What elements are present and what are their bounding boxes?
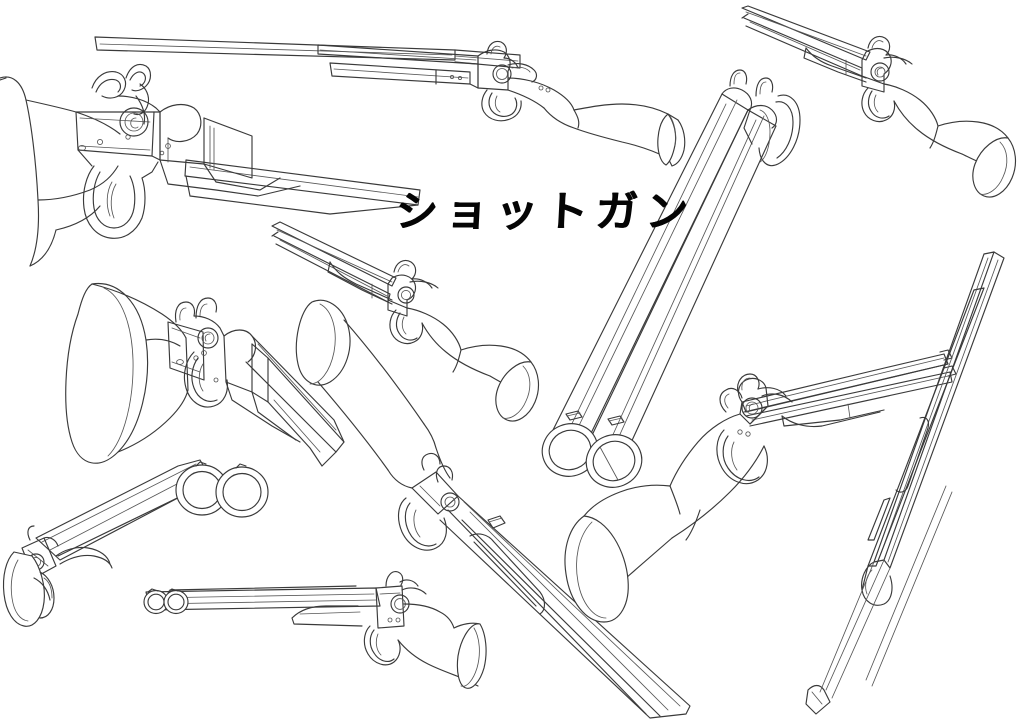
figure-barrel-edge-on-right [806,252,1004,714]
figure-muzzle-on-low [144,572,486,689]
figure-three-quarter-top-right [742,6,1015,197]
figure-sawed-off-lower-left [3,460,268,626]
figure-barrel-rod-detail [866,486,952,686]
figure-three-quarter-lower-right [565,350,956,622]
figure-full-side-top [318,42,685,167]
figure-barrels-foreshortened [534,70,800,496]
figure-buttstock-foreshortened [66,284,344,466]
figure-three-quarter-center [272,222,538,421]
figure-diagonal-stock-upper-left [296,300,690,718]
